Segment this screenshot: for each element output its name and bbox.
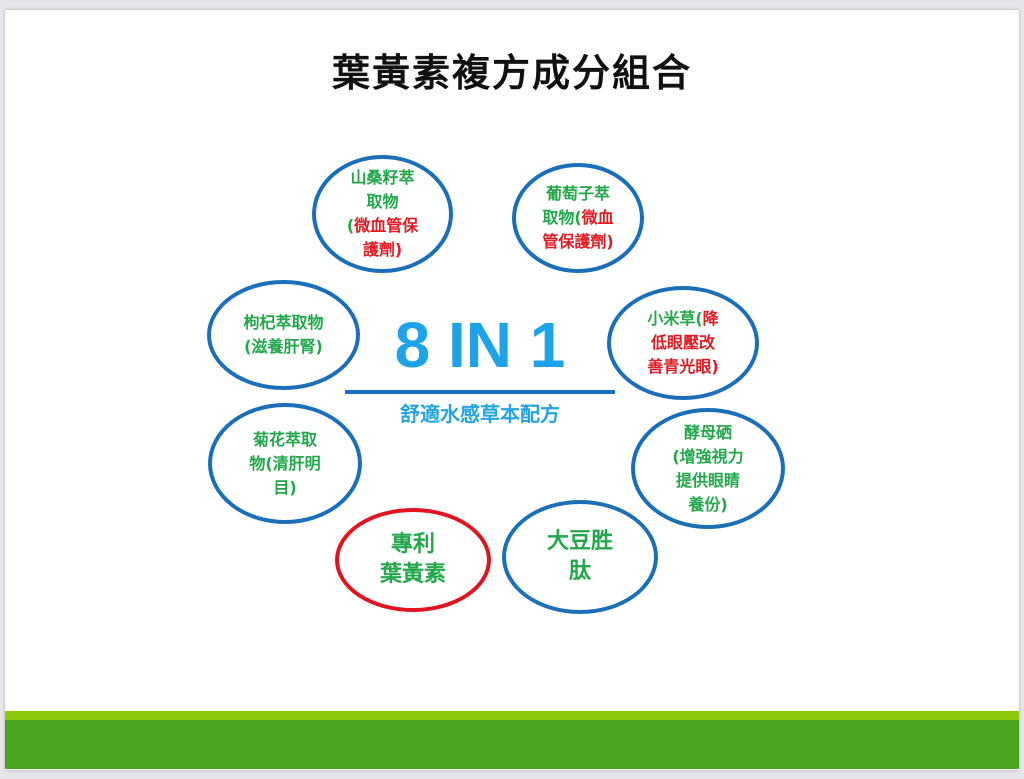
ingredient-goji: 枸杞萃取物 (滋養肝腎): [207, 280, 360, 390]
ingredient-text: 大豆胜: [546, 529, 613, 554]
ingredient-text: 養份): [688, 494, 728, 514]
ingredient-line: 養份): [688, 493, 727, 517]
ingredient-text: 取物: [366, 192, 399, 211]
footer-band-light: [5, 711, 1019, 720]
headline-subtitle: 舒適水感草本配方: [400, 402, 560, 426]
ingredient-line: 提供眼睛: [676, 469, 740, 493]
ingredient-benefit-text: 低眼壓改: [650, 333, 715, 352]
ingredient-line: 專利: [391, 530, 435, 560]
ingredient-line: 善青光眼): [647, 355, 718, 379]
ingredient-line: 低眼壓改: [651, 331, 715, 355]
ingredient-bilberry: 山桑籽萃取物 (微血管保護劑): [312, 155, 453, 273]
ingredient-soy-peptide: 大豆胜肽: [502, 500, 658, 614]
ingredient-line: 取物(微血: [542, 206, 613, 230]
slide-title: 葉黃素複方成分組合: [331, 51, 692, 95]
ingredient-line: 護劑): [363, 238, 402, 262]
ingredient-text: 葡萄子萃: [545, 184, 610, 203]
ingredient-line: 大豆胜: [547, 527, 613, 557]
ingredient-text: (滋養肝腎): [244, 337, 323, 356]
ingredient-benefit-text: 微血: [581, 208, 614, 227]
ingredient-benefit-text: 微血管保: [354, 216, 419, 235]
ingredient-text: 提供眼睛: [675, 470, 740, 490]
ingredient-line: (微血管保: [347, 214, 418, 238]
ingredient-chrysanthemum: 菊花萃取物(清肝明目): [208, 403, 362, 524]
ingredient-text: 山桑籽萃: [350, 168, 415, 187]
ingredient-text: 目): [273, 477, 297, 497]
ingredient-text: 酵母硒: [683, 422, 732, 442]
ingredient-line: 山桑籽萃: [350, 166, 414, 190]
ingredient-line: 酵母硒: [684, 421, 732, 445]
ingredient-text: 枸杞萃取物: [243, 313, 324, 332]
ingredient-eyebright: 小米草(降低眼壓改善青光眼): [607, 286, 759, 400]
ingredient-line: 取物: [366, 190, 398, 214]
ingredient-line: 葉黃素: [380, 560, 446, 590]
ingredient-line: 菊花萃取: [253, 428, 317, 452]
ingredient-selenium-yeast: 酵母硒 (增強視力提供眼睛養份): [631, 408, 785, 529]
ingredient-grape-seed: 葡萄子萃取物(微血管保護劑): [512, 163, 644, 273]
ingredient-text: 菊花萃取: [252, 429, 317, 449]
ingredient-text: 專利: [390, 532, 435, 557]
ingredient-benefit-text: 降: [702, 309, 719, 328]
ingredient-line: 小米草(降: [647, 307, 718, 331]
ingredient-line: 物(清肝明: [249, 452, 320, 476]
ingredient-benefit-text: 善青光眼): [647, 357, 719, 376]
ingredient-line: 葡萄子萃: [546, 182, 610, 206]
ingredient-text: 肽: [568, 559, 591, 584]
ingredient-text: (增強視力: [672, 446, 744, 466]
headline-8-in-1: 8 IN 1: [394, 309, 566, 381]
ingredient-line: 管保護劑): [542, 230, 613, 254]
ingredient-line: 目): [273, 476, 296, 500]
ingredient-benefit-text: 護劑): [362, 240, 403, 259]
ingredient-line: (滋養肝腎): [244, 335, 323, 359]
ingredient-text: 小米草(: [647, 309, 703, 328]
ingredient-line: 肽: [569, 557, 591, 587]
headline-underline: [345, 390, 615, 394]
ingredient-line: 枸杞萃取物: [243, 311, 323, 335]
ingredient-line: (增強視力: [672, 445, 743, 469]
ingredient-text: (: [346, 216, 355, 235]
ingredient-benefit-text: 管保護劑): [542, 232, 614, 251]
ingredient-text: 葉黃素: [379, 562, 446, 587]
ingredient-text: 物(清肝明: [249, 453, 321, 473]
ingredient-patented-lutein: 專利葉黃素: [335, 508, 491, 612]
ingredient-text: 取物(: [542, 208, 582, 227]
footer-band-dark: [5, 720, 1019, 769]
